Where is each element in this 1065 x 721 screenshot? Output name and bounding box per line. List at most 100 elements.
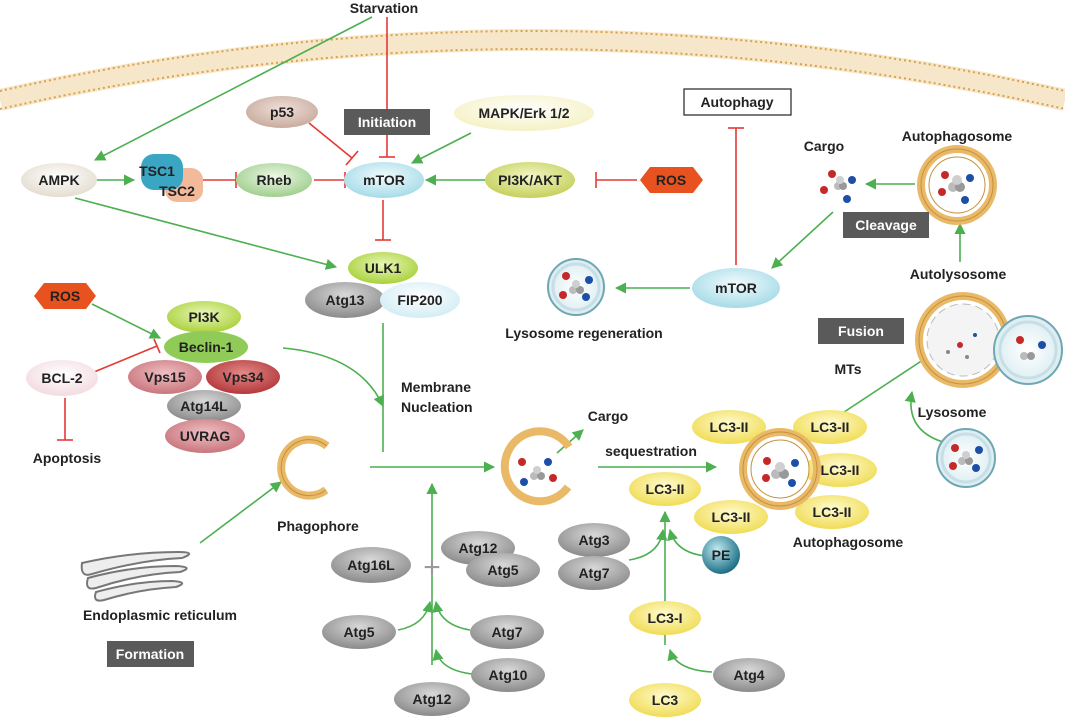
node-atg7-b: Atg7 [470,615,544,649]
label-cargo-top: Cargo [804,138,844,154]
node-vps34: Vps34 [206,360,280,394]
node-ros-top: ROS [640,167,703,193]
label-lysosome-regeneration: Lysosome regeneration [505,325,662,341]
node-beclin1-label: Beclin-1 [179,339,234,355]
node-lc3-label: LC3 [652,692,679,708]
node-lc3ii-e-label: LC3-II [712,509,751,525]
node-lc3: LC3 [629,683,701,717]
autophagosome-top-vesicle [917,145,997,225]
autolysosome-vesicle [915,292,1063,388]
label-starvation: Starvation [350,0,418,16]
node-atg7-a: Atg7 [558,556,630,590]
node-pe: PE [702,536,740,574]
node-fip200-label: FIP200 [397,292,442,308]
node-atg5-a-label: Atg5 [487,562,518,578]
node-fip200: FIP200 [380,282,460,318]
node-pi3k-akt: PI3K/AKT [485,162,575,198]
node-lc3ii-f-label: LC3-II [646,481,685,497]
node-atg5-b-label: Atg5 [343,624,374,640]
node-lc3ii-a: LC3-II [692,410,766,444]
stage-cleavage-label: Cleavage [855,217,917,233]
pathway-arrows [57,16,966,675]
cargo-sequestration-vesicle [500,427,573,506]
node-mtor-mid-label: mTOR [715,280,757,296]
node-mtor-top: mTOR [344,162,424,198]
node-pe-label: PE [712,547,731,563]
node-atg3: Atg3 [558,523,630,557]
node-pi3k-akt-label: PI3K/AKT [498,172,562,188]
label-autophagosome-top: Autophagosome [902,128,1013,144]
node-ros-left: ROS [34,283,96,309]
node-uvrag: UVRAG [165,419,245,453]
label-membrane: Membrane [401,379,471,395]
node-atg7-b-label: Atg7 [491,624,522,640]
phagophore-shape [277,435,330,500]
node-p53: p53 [246,96,318,128]
label-lysosome: Lysosome [918,404,987,420]
node-ros-left-label: ROS [50,288,80,304]
label-apoptosis: Apoptosis [33,450,102,466]
node-atg5-b: Atg5 [322,615,396,649]
node-vps15-label: Vps15 [144,369,185,385]
stage-fusion-label: Fusion [838,323,884,339]
node-ros-top-label: ROS [656,172,686,188]
node-atg12-b: Atg12 [394,682,470,716]
node-lc3ii-f: LC3-II [629,472,701,506]
label-autophagosome-bottom: Autophagosome [793,534,904,550]
stage-fusion: Fusion [818,318,904,344]
node-beclin1: Beclin-1 [164,331,248,363]
node-atg7-a-label: Atg7 [578,565,609,581]
autophagosome-bottom-vesicle [739,428,821,510]
node-pi3k: PI3K [167,301,241,333]
node-ampk-label: AMPK [38,172,79,188]
box-autophagy-label: Autophagy [700,94,773,110]
node-atg13-label: Atg13 [326,292,365,308]
node-lc3ii-b: LC3-II [793,410,867,444]
node-vps34-label: Vps34 [222,369,263,385]
node-ulk1-label: ULK1 [365,260,402,276]
node-lc3i: LC3-I [629,601,701,635]
node-atg4: Atg4 [713,658,785,692]
label-mts: MTs [835,361,862,377]
label-nucleation: Nucleation [401,399,473,415]
stage-initiation: Initiation [344,109,430,135]
node-atg5-a: Atg5 [466,553,540,587]
node-atg10-label: Atg10 [489,667,528,683]
node-tsc2-label: TSC2 [159,183,195,199]
box-autophagy: Autophagy [683,88,792,116]
lysosome-regeneration-vesicle [547,258,605,316]
node-lc3ii-a-label: LC3-II [710,419,749,435]
node-tsc1-label: TSC1 [139,163,175,179]
node-atg16l: Atg16L [331,547,411,583]
node-rheb-label: Rheb [257,172,292,188]
node-mapk: MAPK/Erk 1/2 [454,95,594,131]
stage-formation: Formation [107,641,194,667]
node-uvrag-label: UVRAG [180,428,231,444]
node-atg3-label: Atg3 [578,532,609,548]
node-lc3ii-e: LC3-II [694,500,768,534]
node-lc3ii-d-label: LC3-II [813,504,852,520]
stage-cleavage: Cleavage [843,212,929,238]
plasma-membrane [0,29,1065,111]
label-phagophore: Phagophore [277,518,359,534]
node-ulk1: ULK1 [348,252,418,284]
node-atg12-a-label: Atg12 [459,540,498,556]
stage-formation-label: Formation [116,646,184,662]
label-cargo-mid: Cargo [588,408,628,424]
node-bcl2-label: BCL-2 [41,370,82,386]
label-autolysosome: Autolysosome [910,266,1007,282]
plus-sign: + [423,551,441,584]
node-lc3ii-b-label: LC3-II [811,419,850,435]
node-lc3ii-c-label: LC3-II [821,462,860,478]
node-p53-label: p53 [270,104,294,120]
node-atg12-b-label: Atg12 [413,691,452,707]
stage-initiation-label: Initiation [358,114,416,130]
node-ampk: AMPK [21,163,97,197]
node-rheb: Rheb [236,163,312,197]
lysosome-vesicle [936,428,996,488]
node-atg14l: Atg14L [167,390,241,422]
node-atg4-label: Atg4 [733,667,764,683]
node-lc3i-label: LC3-I [648,610,683,626]
endoplasmic-reticulum-icon [80,550,190,602]
